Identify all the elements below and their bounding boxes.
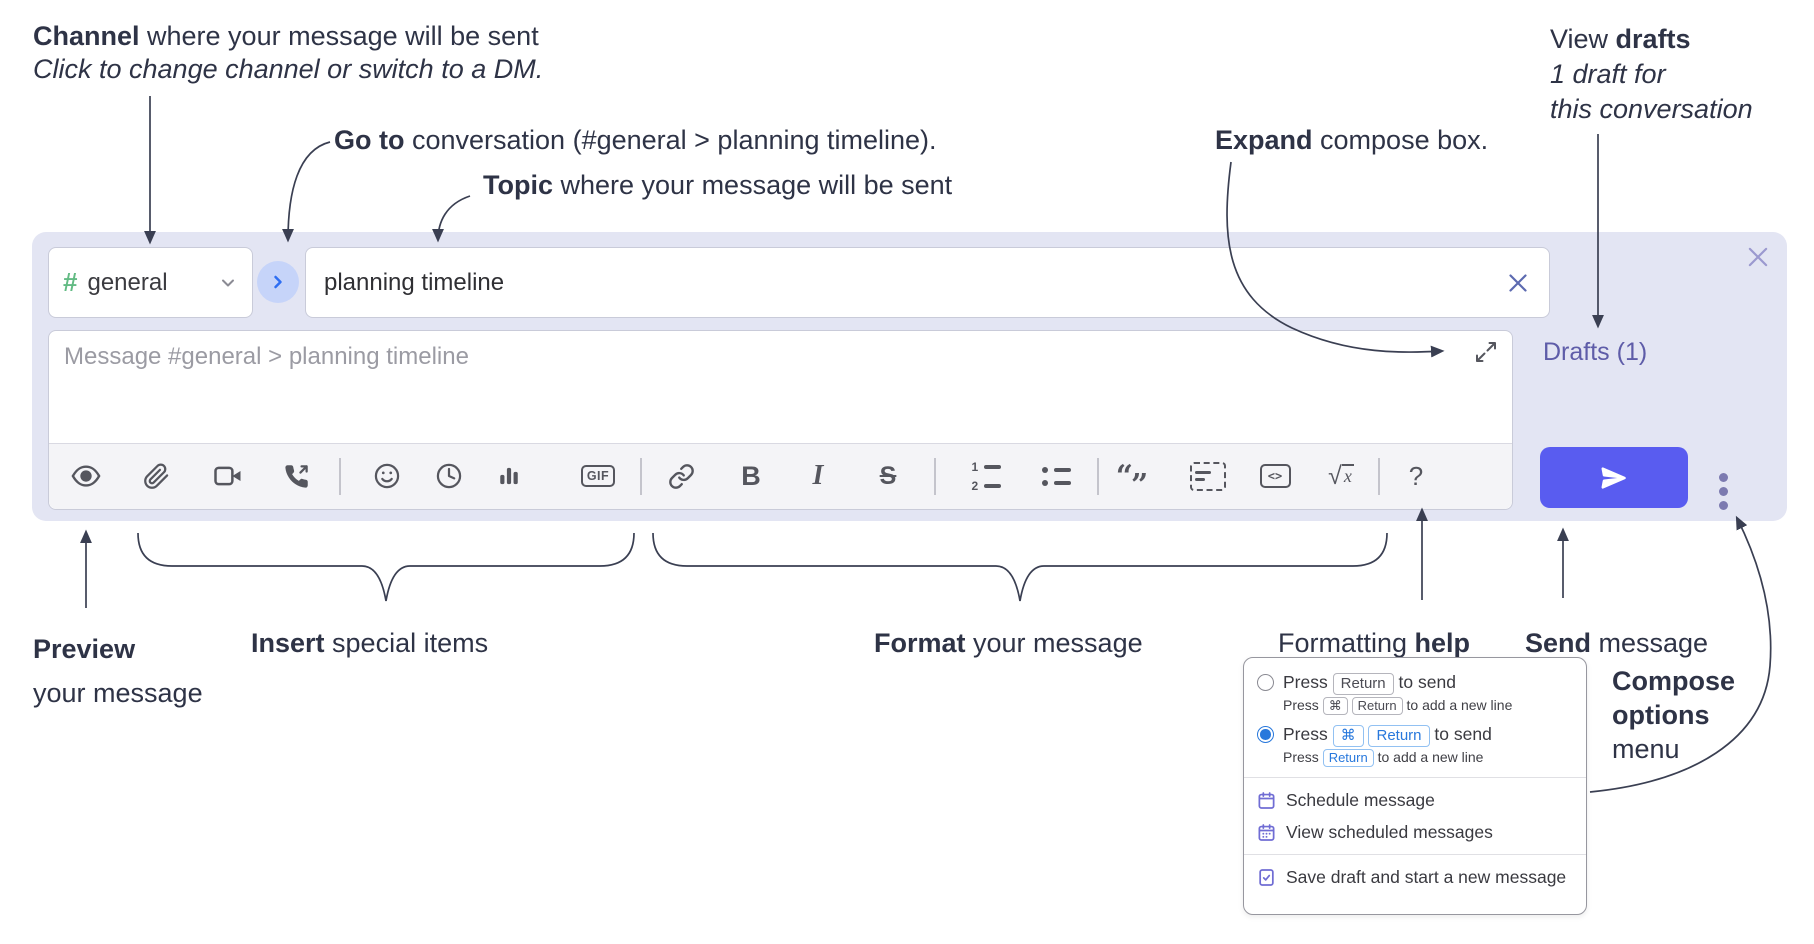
goto-pointer-line [282,141,331,243]
math-icon: √x [1328,461,1354,490]
format-brace [652,532,1388,602]
bar-chart-icon [500,467,518,485]
kbd-cmd: ⌘ [1322,697,1348,715]
annotation-insert: Insert special items [251,628,489,658]
insert-link-button[interactable] [660,455,702,497]
numbered-list-icon: 1 2 [972,461,1001,492]
code-button[interactable]: <> [1254,455,1296,497]
chevron-down-icon [222,279,234,286]
add-voice-call-button[interactable] [275,455,317,497]
annotation-channel: Channel where your message will be sent … [33,21,544,84]
compose-toolbar: GIF B I S 1 2 [49,443,1512,509]
italic-icon: I [812,460,824,491]
formatting-help-button[interactable]: ? [1395,455,1437,497]
toolbar-separator [339,458,341,495]
toolbar-separator [934,458,936,495]
link-icon [668,463,694,489]
video-camera-icon [214,466,241,486]
calendar-grid-icon [1258,823,1275,841]
add-gif-button[interactable]: GIF [572,455,624,497]
compose-options-menu-button[interactable] [1714,461,1732,521]
close-icon [1748,247,1768,267]
clock-icon [436,463,462,489]
kbd-return: Return [1322,749,1374,767]
phone-outgoing-icon [284,464,308,488]
drafts-link[interactable]: Drafts (1) [1543,338,1648,366]
message-input[interactable]: Message #general > planning timeline [48,330,1513,510]
toolbar-separator [1097,458,1099,495]
close-icon [1509,273,1527,292]
option-return-to-send[interactable]: Press Return to send Press ⌘ Return to a… [1244,667,1586,719]
add-poll-button[interactable] [488,455,530,497]
clear-topic-button[interactable] [1503,268,1533,298]
compose-box: # general Message #general > planning ti… [32,232,1787,521]
strikethrough-button[interactable]: S [867,455,909,497]
insert-brace [137,532,635,602]
annotation-compose-options: Compose options menu [1612,666,1736,764]
annotation-goto: Go to conversation (#general > planning … [334,125,937,155]
channel-hash-icon: # [63,267,78,297]
smiley-icon [374,463,400,489]
add-global-time-button[interactable] [428,455,470,497]
annotation-formatting-help: Formatting help [1278,628,1471,658]
compose-options-menu: Press Return to send Press ⌘ Return to a… [1243,657,1587,915]
menu-item-schedule-message[interactable]: Schedule message [1244,784,1586,816]
quote-icon: “” [1115,458,1149,503]
message-placeholder: Message #general > planning timeline [64,343,469,370]
question-mark-icon: ? [1408,460,1424,491]
annotation-expand: Expand compose box. [1215,125,1489,155]
calendar-icon [1258,791,1275,809]
topic-input-wrapper [305,247,1550,318]
spoiler-button[interactable] [1187,455,1229,497]
annotation-send: Send message [1525,628,1709,658]
spoiler-icon [1190,461,1226,491]
annotation-format: Format your message [874,628,1143,658]
gif-icon: GIF [580,465,616,487]
channel-selector[interactable]: # general [48,247,253,318]
annotation-preview: Preview your message [33,634,203,708]
toolbar-separator [1378,458,1380,495]
bulleted-list-button[interactable] [1035,455,1077,497]
send-button[interactable] [1540,447,1688,508]
menu-separator [1244,854,1586,855]
kbd-return: Return [1368,725,1430,747]
send-icon [1601,466,1626,489]
paperclip-icon [143,462,168,489]
bold-button[interactable]: B [730,455,772,497]
radio-selected[interactable] [1257,726,1274,743]
expand-compose-button[interactable] [1474,340,1500,366]
close-compose-button[interactable] [1745,244,1771,270]
menu-item-save-draft[interactable]: Save draft and start a new message [1244,861,1586,893]
kbd-return: Return [1351,697,1403,715]
bulleted-list-icon [1041,466,1071,486]
kbd-return: Return [1332,673,1394,695]
expand-icon [1476,342,1496,362]
math-button[interactable]: √x [1320,455,1362,497]
save-draft-icon [1259,868,1274,886]
annotation-view-drafts: View drafts 1 draft for this conversatio… [1550,24,1753,124]
menu-separator [1244,777,1586,778]
bold-icon: B [741,460,761,491]
add-emoji-button[interactable] [366,455,408,497]
topic-input[interactable] [322,267,1503,298]
numbered-list-button[interactable]: 1 2 [965,455,1007,497]
attach-file-button[interactable] [135,455,177,497]
channel-name: general [87,268,168,296]
go-to-conversation-button[interactable] [257,261,299,303]
eye-icon [71,465,101,487]
toolbar-separator [640,458,642,495]
preview-button[interactable] [65,455,107,497]
strikethrough-icon: S [879,461,897,490]
radio-unselected[interactable] [1257,674,1274,691]
annotation-topic: Topic where your message will be sent [483,170,953,200]
option-cmd-return-to-send[interactable]: Press ⌘ Return to send Press Return to a… [1244,719,1586,771]
add-video-call-button[interactable] [207,455,249,497]
kbd-cmd: ⌘ [1332,725,1364,747]
menu-item-view-scheduled[interactable]: View scheduled messages [1244,816,1586,848]
italic-button[interactable]: I [797,455,839,497]
chevron-right-icon [274,275,282,289]
quote-button[interactable]: “” [1110,455,1152,503]
code-icon: <> [1259,464,1291,488]
